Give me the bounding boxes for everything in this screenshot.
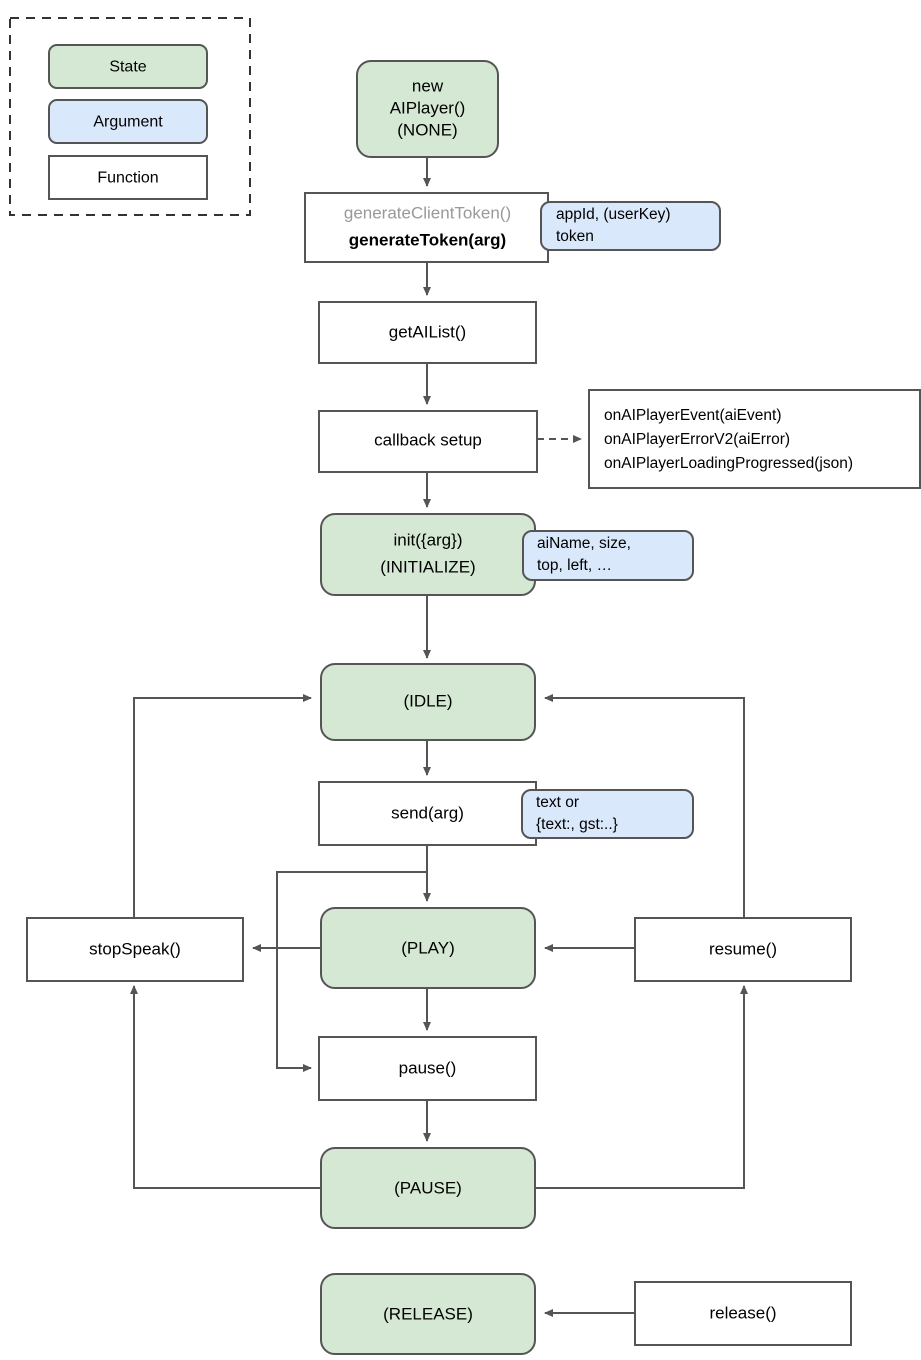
node-idle-label: (IDLE) [403, 691, 452, 710]
node-generate-token[interactable]: generateClientToken() generateToken(arg) [304, 192, 549, 263]
node-get-ai-list-shape[interactable] [318, 301, 537, 364]
node-resume[interactable]: resume() [634, 917, 852, 982]
node-callback-setup-label: callback setup [374, 430, 482, 449]
edge-send-branch-to-pause [276, 871, 427, 1072]
node-init-shape[interactable] [320, 513, 536, 596]
node-stop-speak-label: stopSpeak() [89, 939, 181, 958]
node-play-label: (PLAY) [401, 938, 455, 957]
node-callbacks-list[interactable]: onAIPlayerEvent(aiEvent) onAIPlayerError… [588, 389, 921, 489]
node-play[interactable]: (PLAY) [320, 907, 536, 989]
legend-swatch-argument [48, 99, 208, 144]
argument-send-args: text or {text:, gst:..} [521, 789, 694, 839]
argument-init-args: aiName, size, top, left, … [522, 530, 694, 581]
node-callbacks-list-line-2: onAIPlayerErrorV2(aiError) [604, 431, 790, 448]
node-stop-speak-shape[interactable] [26, 917, 244, 982]
legend-label-state: State [109, 59, 146, 76]
legend: State Argument Function [9, 17, 251, 216]
argument-init-args-line2: top, left, … [537, 557, 612, 574]
node-pause-state-shape[interactable] [320, 1147, 536, 1229]
edges [130, 157, 748, 1317]
node-callback-setup-shape[interactable] [318, 410, 538, 473]
node-callbacks-list-line-1: onAIPlayerEvent(aiEvent) [604, 407, 781, 424]
node-get-ai-list-label: getAIList() [389, 322, 466, 341]
edge-pausestate-to-resume [535, 985, 748, 1189]
edge-stopspeak-to-idle [133, 694, 312, 920]
legend-label-function: Function [97, 170, 158, 187]
node-send[interactable]: send(arg) [318, 781, 537, 846]
argument-token-args-line1: appId, (userKey) [556, 206, 671, 223]
node-new-aiplayer[interactable]: new AIPlayer() (NONE) [356, 60, 499, 158]
legend-item-function: Function [48, 155, 208, 200]
node-release-shape[interactable] [634, 1281, 852, 1346]
legend-item-state: State [48, 44, 208, 89]
node-resume-shape[interactable] [634, 917, 852, 982]
node-idle-shape[interactable] [320, 663, 536, 741]
node-idle[interactable]: (IDLE) [320, 663, 536, 741]
node-pause-label: pause() [399, 1058, 457, 1077]
argument-token-args: appId, (userKey) token [540, 201, 721, 251]
node-pause-shape[interactable] [318, 1036, 537, 1101]
node-release-state-shape[interactable] [320, 1273, 536, 1355]
node-release-state-label: (RELEASE) [383, 1304, 473, 1323]
node-callbacks-list-line-3: onAIPlayerLoadingProgressed(json) [604, 455, 853, 472]
legend-item-argument: Argument [48, 99, 208, 144]
node-init[interactable]: init({arg}) (INITIALIZE) [320, 513, 536, 596]
node-generate-token-deprecated-label: generateClientToken() [344, 203, 511, 222]
edge-resume-to-idle [544, 694, 745, 920]
node-release[interactable]: release() [634, 1281, 852, 1346]
argument-send-args-line1: text or [536, 794, 579, 811]
node-get-ai-list[interactable]: getAIList() [318, 301, 537, 364]
argument-init-args-shape [522, 530, 694, 581]
node-new-aiplayer-shape[interactable] [356, 60, 499, 158]
node-send-label: send(arg) [391, 803, 464, 822]
argument-send-args-line2: {text:, gst:..} [536, 816, 618, 833]
node-pause[interactable]: pause() [318, 1036, 537, 1101]
node-init-line1: init({arg}) [394, 530, 463, 549]
argument-token-args-shape [540, 201, 721, 251]
node-send-shape[interactable] [318, 781, 537, 846]
node-callbacks-list-shape[interactable] [588, 389, 921, 489]
node-stop-speak[interactable]: stopSpeak() [26, 917, 244, 982]
argument-token-args-line2: token [556, 228, 594, 245]
legend-swatch-function [48, 155, 208, 200]
legend-swatch-state [48, 44, 208, 89]
edge-pausestate-to-stopspeak [130, 985, 321, 1189]
node-generate-token-shape[interactable] [304, 192, 549, 263]
argument-send-args-shape [521, 789, 694, 839]
node-play-shape[interactable] [320, 907, 536, 989]
legend-border [9, 17, 251, 216]
node-generate-token-label: generateToken(arg) [349, 230, 506, 249]
node-resume-label: resume() [709, 939, 777, 958]
legend-label-argument: Argument [93, 114, 163, 131]
node-callback-setup[interactable]: callback setup [318, 410, 538, 473]
node-release-state[interactable]: (RELEASE) [320, 1273, 536, 1355]
node-new-aiplayer-line3: (NONE) [397, 120, 457, 139]
node-new-aiplayer-line1: new [412, 76, 444, 95]
node-pause-state[interactable]: (PAUSE) [320, 1147, 536, 1229]
node-new-aiplayer-line2: AIPlayer() [390, 98, 466, 117]
argument-init-args-line1: aiName, size, [537, 535, 631, 552]
node-init-line2: (INITIALIZE) [380, 557, 475, 576]
node-release-label: release() [709, 1303, 776, 1322]
node-pause-state-label: (PAUSE) [394, 1178, 462, 1197]
